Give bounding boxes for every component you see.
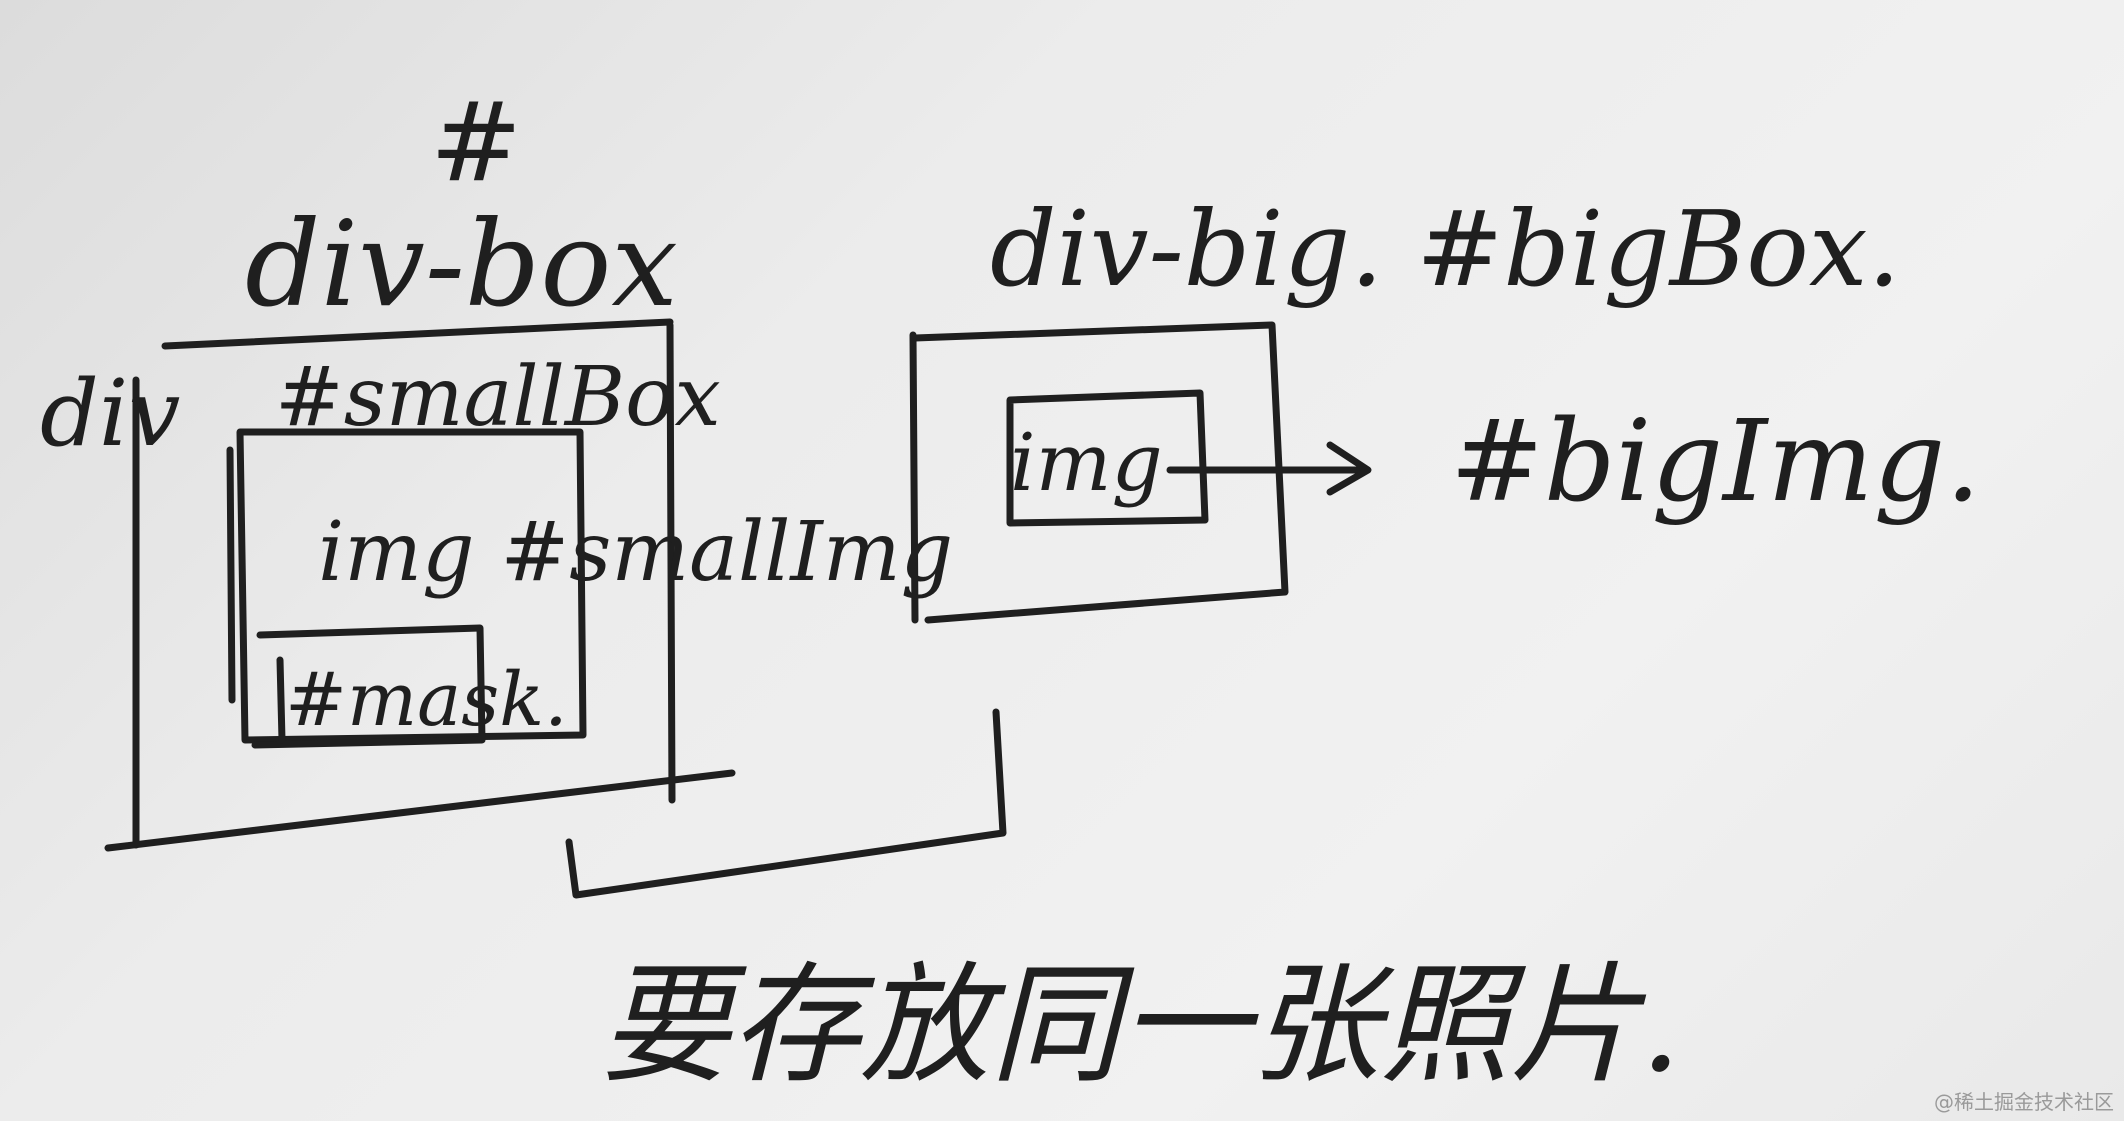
div-box-outline	[104, 318, 736, 852]
big-box-outline	[909, 321, 1289, 624]
big-box-label: div-big. #bigBox.	[990, 188, 1901, 310]
watermark: @稀土掘金技术社区	[1934, 1090, 2114, 1114]
small-box-outline	[226, 428, 587, 744]
mask-outline	[251, 624, 486, 749]
mask-label: #mask.	[285, 657, 568, 743]
div-label: div	[40, 360, 180, 467]
big-img-label: #bigImg.	[1450, 397, 1981, 527]
big-img-outline	[1006, 389, 1209, 527]
big-img-tag-label: img	[1010, 416, 1163, 509]
div-box-label: div-box	[245, 195, 678, 333]
connector-bracket	[565, 708, 1007, 899]
hash-label: #	[430, 78, 522, 206]
note-text: 要存放同一张照片.	[600, 949, 1681, 1101]
small-box-label: #smallBox	[275, 350, 721, 445]
arrow-icon	[1166, 441, 1372, 496]
small-img-label: img #smallImg	[318, 505, 953, 600]
